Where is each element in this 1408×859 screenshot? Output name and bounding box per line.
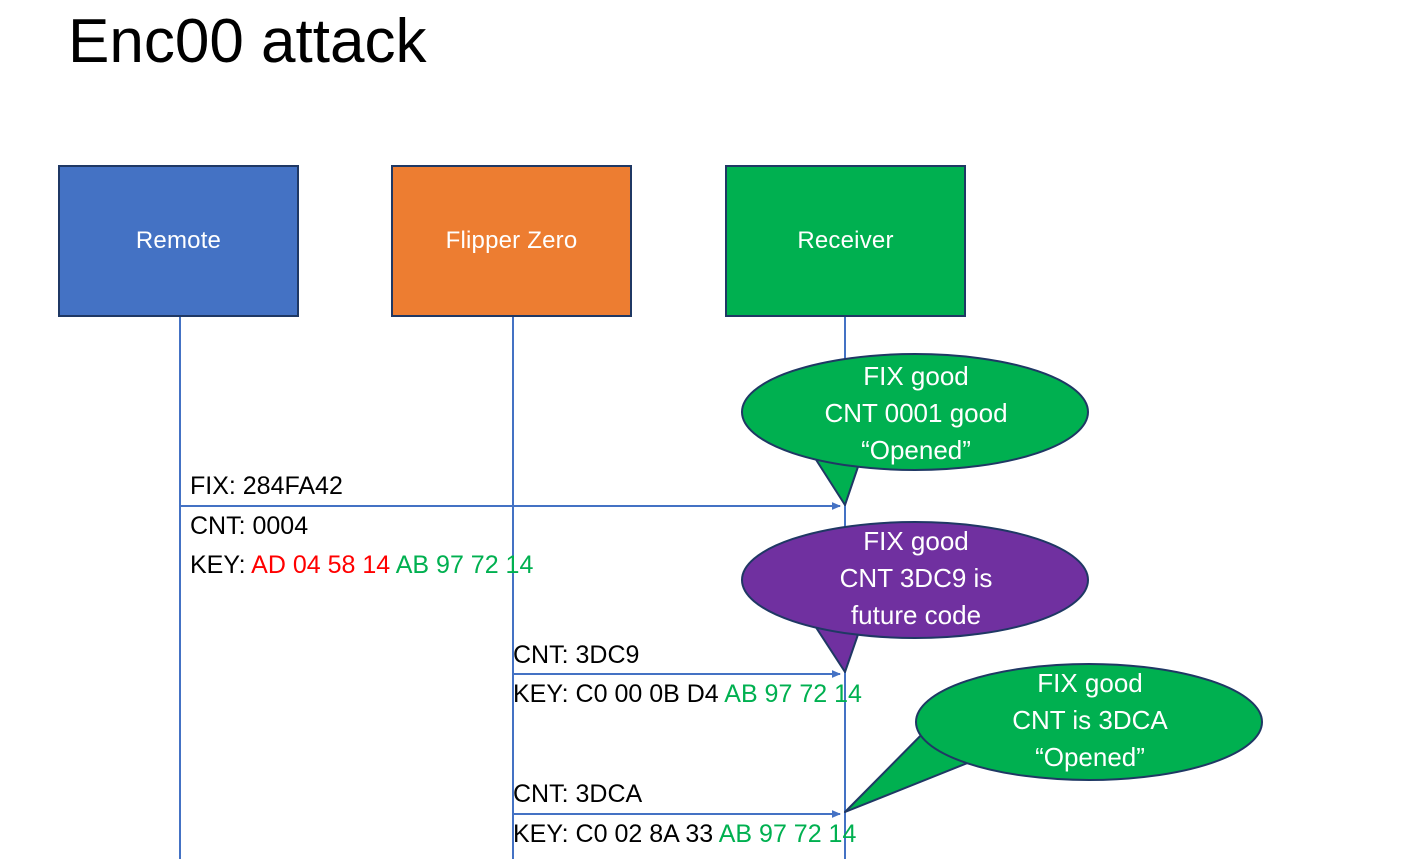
message-2-key-part-b: AB 97 72 14: [724, 680, 862, 708]
callout-1-line-3: “Opened”: [861, 435, 971, 465]
actor-box-receiver[interactable]: Receiver: [725, 165, 966, 317]
message-2-key-prefix: KEY:: [513, 680, 576, 708]
callout-3-line-1: FIX good: [1037, 668, 1143, 698]
message-2-key-part-a: C0 00 0B D4: [575, 680, 719, 708]
message-3-key-part-a: C0 02 8A 33: [575, 820, 714, 848]
callout-2-text: FIX good CNT 3DC9 is future code: [742, 523, 1090, 634]
message-1-fix-label: FIX: 284FA42: [190, 472, 343, 500]
callout-1-text: FIX good CNT 0001 good “Opened”: [742, 358, 1090, 469]
message-1-key-part-b: AB 97 72 14: [395, 551, 534, 579]
message-2-key-label: KEY: C0 00 0B D4 AB 97 72 14: [513, 677, 862, 711]
page-title: Enc00 attack: [68, 7, 427, 76]
callout-3-text: FIX good CNT is 3DCA “Opened”: [916, 665, 1264, 776]
message-1-key-part-a: AD 04 58 14: [251, 551, 391, 579]
message-1-cnt-label: CNT: 0004: [190, 512, 309, 540]
actor-box-flipper[interactable]: Flipper Zero: [391, 165, 632, 317]
callout-2-line-3: future code: [850, 600, 982, 630]
message-3-cnt-label: CNT: 3DCA: [513, 780, 643, 808]
callout-2-line-2: CNT 3DC9 is: [839, 563, 993, 593]
actor-label-flipper: Flipper Zero: [445, 227, 578, 254]
callout-1-line-2: CNT 0001 good: [824, 398, 1008, 428]
actor-label-receiver: Receiver: [797, 227, 894, 254]
message-3-key-part-b: AB 97 72 14: [718, 820, 857, 848]
callout-3-line-2: CNT is 3DCA: [1012, 705, 1168, 735]
callout-2-line-1: FIX good: [863, 526, 969, 556]
callout-1-line-1: FIX good: [863, 361, 969, 391]
callout-bubble-3: [844, 663, 1263, 813]
message-3-key-label: KEY: C0 02 8A 33 AB 97 72 14: [513, 817, 856, 851]
message-2-cnt-label: CNT: 3DC9: [513, 641, 640, 669]
actor-box-remote[interactable]: Remote: [58, 165, 299, 317]
message-3-key-prefix: KEY:: [513, 820, 576, 848]
callout-bubble-2: [741, 521, 1089, 673]
actor-label-remote: Remote: [135, 227, 222, 254]
message-1-key-label: KEY: AD 04 58 14 AB 97 72 14: [190, 548, 533, 582]
message-1-key-prefix: KEY:: [190, 551, 252, 579]
callout-bubble-1: [741, 353, 1089, 506]
callout-3-line-3: “Opened”: [1035, 742, 1145, 772]
